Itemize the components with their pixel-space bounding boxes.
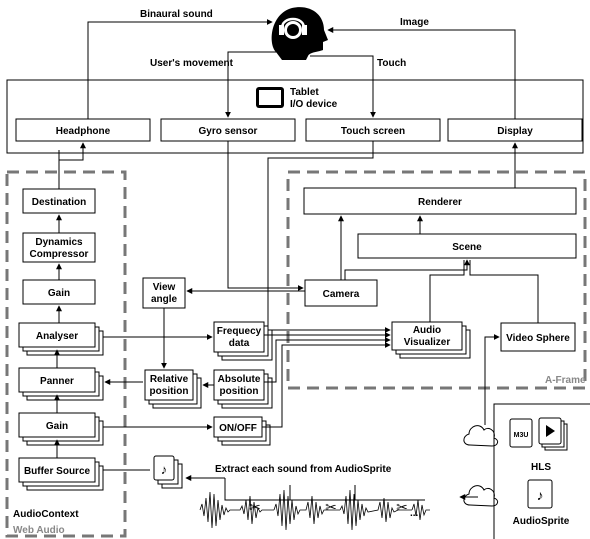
analyser-label: Analyser: [36, 331, 78, 342]
aframe-frame: [286, 170, 587, 390]
scene-box: [357, 233, 577, 259]
buffer-source-label: Buffer Source: [24, 466, 91, 477]
audio-visualizer-label-2: Visualizer: [404, 337, 451, 348]
extract-label: Extract each sound from AudioSprite: [215, 464, 392, 475]
headset-user-icon: [271, 7, 328, 60]
web-audio-label: Web Audio: [13, 525, 65, 536]
svg-text:✂: ✂: [249, 500, 261, 516]
frequency-label-1: Frequecy: [217, 326, 262, 337]
ellipsis-label: ...: [410, 508, 419, 519]
buffer-source-box: [18, 457, 96, 483]
waveform: [199, 489, 430, 531]
scene-label: Scene: [452, 242, 482, 253]
users-movement-label: User's movement: [150, 58, 234, 69]
tablet-icon: [256, 87, 284, 108]
cloud-icon: [463, 425, 499, 447]
renderer-box: [303, 187, 577, 215]
headphone-box: [15, 118, 151, 142]
audio-context-label: AudioContext: [13, 509, 79, 520]
panner-box: [18, 367, 96, 393]
m3u-file-icon: M3U: [509, 418, 533, 448]
tablet-label-2: I/O device: [290, 99, 338, 110]
relative-position-box: [144, 369, 194, 401]
headphone-label: Headphone: [56, 126, 111, 137]
hls-label: HLS: [531, 462, 551, 473]
gain-bottom-box: [18, 412, 96, 438]
frequency-data-box: [213, 321, 265, 353]
display-label: Display: [497, 126, 533, 137]
storage-frame: [493, 403, 590, 539]
frequency-label-2: data: [229, 338, 250, 349]
gain-top-box: [22, 279, 96, 305]
dynamics-label-1: Dynamics: [35, 237, 83, 248]
camera-label: Camera: [323, 289, 360, 300]
aframe-label: A-Frame: [545, 375, 586, 386]
gain-bottom-label: Gain: [46, 421, 68, 432]
web-audio-frame: [5, 170, 127, 538]
gyro-label: Gyro sensor: [199, 126, 258, 137]
svg-text:✂: ✂: [325, 500, 337, 516]
panner-label: Panner: [40, 376, 74, 387]
music-file-icon: ♪: [527, 479, 553, 509]
music-file-icon: ♪: [153, 455, 183, 489]
relative-label-1: Relative: [150, 374, 189, 385]
audiosprite-label: AudioSprite: [513, 516, 570, 527]
touch-label: Touch: [377, 58, 406, 69]
svg-text:M3U: M3U: [514, 432, 529, 439]
onoff-label: ON/OFF: [219, 423, 257, 434]
view-angle-label-1: View: [153, 282, 176, 293]
view-angle-box: [142, 277, 186, 309]
renderer-label: Renderer: [418, 197, 462, 208]
image-label: Image: [400, 17, 429, 28]
scissors-icon: ✂ ✂ ✂: [249, 500, 408, 516]
music-note: ♪: [161, 462, 168, 477]
analyser-box: [18, 322, 96, 348]
svg-text:♪: ♪: [537, 487, 544, 503]
dynamics-label-2: Compressor: [30, 249, 89, 260]
video-sphere-label: Video Sphere: [506, 333, 570, 344]
relative-label-2: position: [150, 386, 189, 397]
svg-text:✂: ✂: [396, 500, 408, 516]
gain-top-label: Gain: [48, 288, 70, 299]
view-angle-label-2: angle: [151, 294, 178, 305]
destination-label: Destination: [32, 197, 86, 208]
audio-visualizer-box: [391, 321, 463, 351]
absolute-label-2: position: [220, 386, 259, 397]
video-sphere-box: [500, 322, 576, 352]
cloud-icon: [463, 485, 499, 507]
absolute-label-1: Absolute: [218, 374, 261, 385]
audio-visualizer-label-1: Audio: [413, 325, 441, 336]
touchscreen-label: Touch screen: [341, 126, 405, 137]
binaural-label: Binaural sound: [140, 9, 213, 20]
tablet-label-1: Tablet: [290, 87, 319, 98]
absolute-position-box: [213, 369, 265, 401]
video-file-icon: [538, 417, 568, 451]
